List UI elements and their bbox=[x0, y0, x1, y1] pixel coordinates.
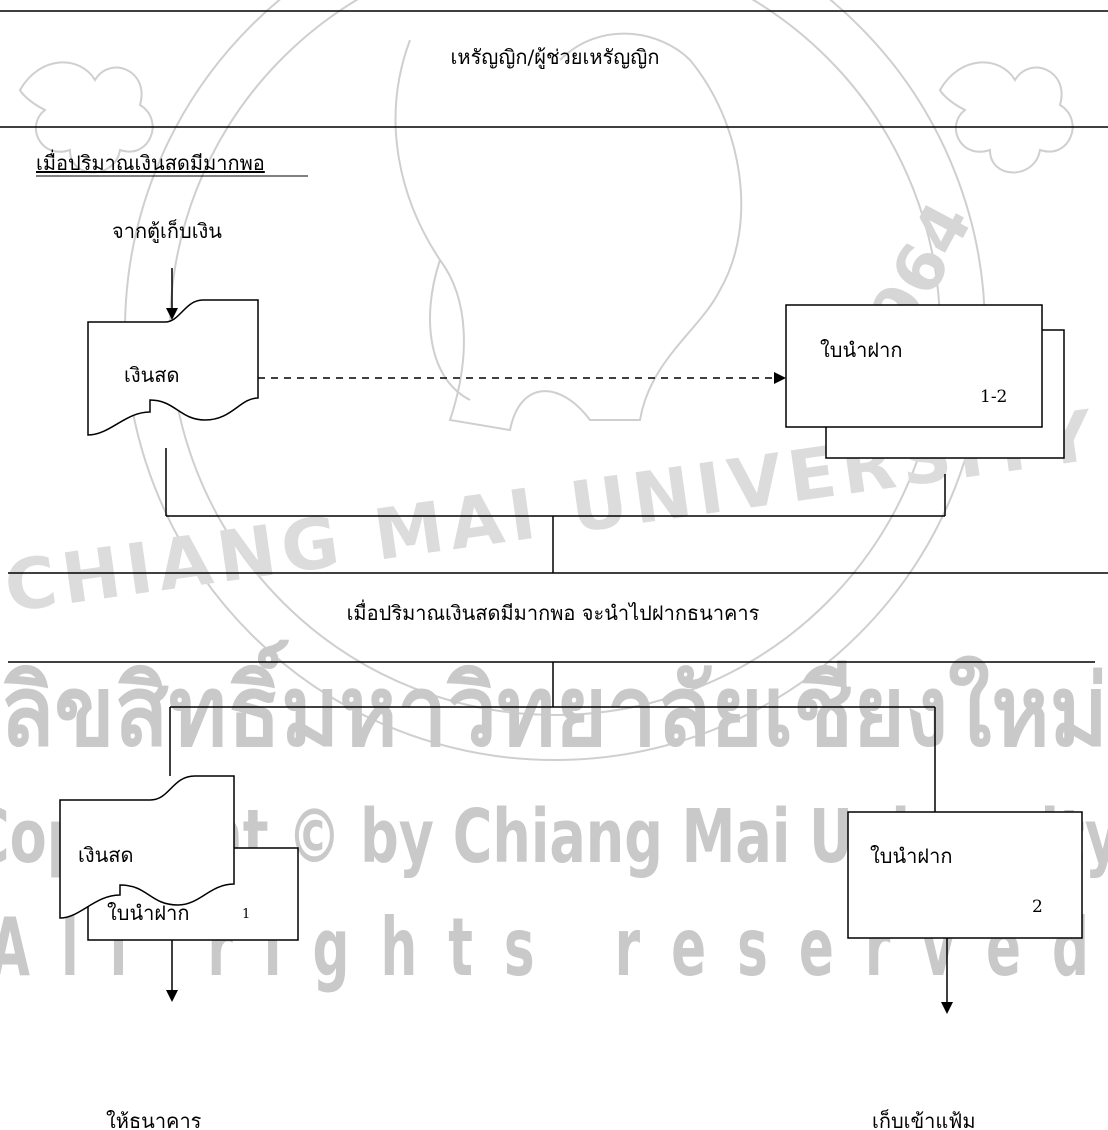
slip-right-box bbox=[847, 811, 1083, 939]
seal-flower-left-icon bbox=[18, 61, 154, 174]
watermark-university-thai: ลิขสิทธิ์มหาวิทยาลัยเชียงใหม่ bbox=[0, 639, 1108, 769]
slip-left-label: ใบนำฝาก bbox=[107, 901, 189, 925]
slip-sheet-front bbox=[785, 304, 1043, 428]
cash-shape-top bbox=[87, 299, 259, 436]
slip-right-label: ใบนำฝาก bbox=[870, 844, 952, 868]
elephant-illustration bbox=[394, 32, 743, 432]
cash-label-top: เงินสด bbox=[124, 363, 179, 387]
dest-right-label: เก็บเข้าแฟ้ม bbox=[872, 1108, 976, 1130]
dest-left-label: ให้ธนาคาร bbox=[106, 1109, 202, 1130]
header-role-title: เหรัญญิก/ผู้ช่วยเหรัญญิก bbox=[451, 45, 660, 70]
source-label: จากตู้เก็บเงิน bbox=[112, 218, 222, 244]
slip-left-copy: 1 bbox=[242, 907, 250, 922]
seal-flower-right-icon bbox=[938, 61, 1074, 174]
slip-right-copy: 2 bbox=[1032, 897, 1043, 917]
cash-shape-bottom bbox=[59, 775, 235, 919]
process-description: เมื่อปริมาณเงินสดมีมากพอ จะนำไปฝากธนาคาร bbox=[347, 599, 760, 625]
slip-label-top: ใบนำฝาก bbox=[820, 338, 902, 362]
slip-copies-top: 1-2 bbox=[980, 387, 1007, 407]
cash-label-bottom: เงินสด bbox=[78, 843, 133, 867]
section1-condition: เมื่อปริมาณเงินสดมีมากพอ bbox=[36, 149, 265, 175]
